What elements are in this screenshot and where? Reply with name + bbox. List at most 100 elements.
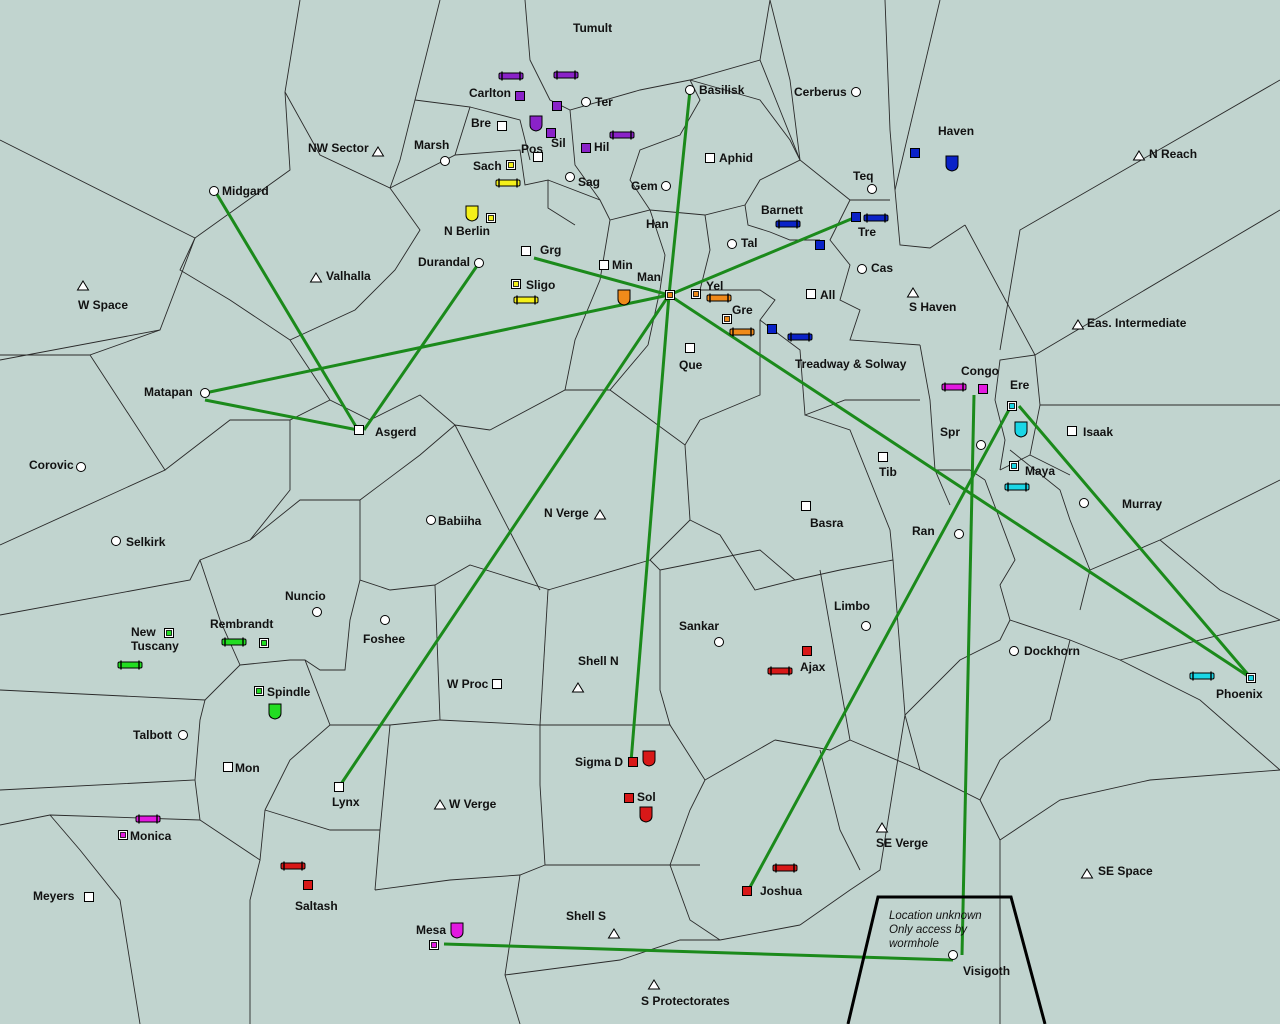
territory-border-37: [164, 399, 331, 471]
faction-ship-43: [221, 638, 247, 646]
system-label-barnett: Barnett: [761, 203, 803, 217]
system-marker-sag: [565, 172, 575, 182]
system-label-gem: Gem: [631, 179, 658, 193]
territory-border-55: [649, 559, 671, 726]
system-marker-all: [806, 289, 816, 299]
system-marker-corovic: [76, 462, 86, 472]
territory-border-7: [547, 179, 746, 221]
system-label-treadway-and-solway: Treadway & Solway: [795, 357, 907, 371]
faction-square-inner-19: [693, 291, 699, 297]
system-label-ter: Ter: [595, 95, 613, 109]
system-marker-shell-n: [571, 682, 585, 693]
territory-border-70: [704, 739, 776, 781]
system-label-midgard: Midgard: [222, 184, 269, 198]
territory-border-79: [1029, 454, 1071, 476]
system-marker-s-protectorates: [647, 979, 661, 990]
territory-border-10: [699, 214, 711, 291]
territory-border-44: [194, 779, 266, 861]
system-label-joshua: Joshua: [760, 884, 802, 898]
system-label-basra: Basra: [810, 516, 844, 530]
faction-icons: [117, 70, 1256, 950]
system-label-ere: Ere: [1010, 378, 1030, 392]
system-label-eas-intermediate: Eas. Intermediate: [1087, 316, 1187, 330]
wormhole-route-2: [667, 89, 692, 296]
territory-border-56: [539, 589, 549, 726]
system-marker-babiiha: [426, 515, 436, 525]
system-marker-min: [599, 260, 609, 270]
system-label-carlton: Carlton: [469, 86, 511, 100]
wormhole-route-7: [213, 190, 360, 431]
territory-border-62: [699, 289, 776, 421]
system-marker-tib: [878, 452, 888, 462]
wormhole-route-4: [668, 293, 1252, 680]
faction-ship-40: [135, 815, 161, 823]
territory-border-24: [999, 79, 1280, 351]
territory-border-77: [999, 769, 1280, 841]
territory-border-42: [239, 659, 331, 811]
faction-square-inner-24: [166, 630, 172, 636]
system-marker-visigoth: [948, 950, 958, 960]
faction-square-inner-15: [508, 162, 514, 168]
system-marker-nuncio: [312, 607, 322, 617]
system-marker-n-reach: [1132, 150, 1146, 161]
system-marker-lynx: [334, 782, 344, 792]
wormhole-route-12: [1017, 405, 1253, 679]
faction-square-inner-17: [513, 281, 519, 287]
system-label-aphid: Aphid: [719, 151, 753, 165]
system-label-phoenix: Phoenix: [1216, 687, 1263, 701]
system-marker-shell-s: [607, 928, 621, 939]
system-label-yel: Yel: [706, 279, 723, 293]
faction-ship-36: [775, 220, 801, 228]
wormhole-routes: [204, 89, 1253, 962]
faction-square-inner-25: [261, 640, 267, 646]
faction-shield-55: [639, 806, 653, 823]
faction-square-inner-16: [488, 215, 494, 221]
system-label-pos: Pos: [521, 142, 543, 156]
system-label-valhalla: Valhalla: [326, 269, 371, 283]
system-label-s-protectorates: S Protectorates: [641, 994, 730, 1008]
system-label-tib: Tib: [879, 465, 897, 479]
system-marker-que: [685, 343, 695, 353]
territory-border-26: [984, 479, 1280, 771]
faction-ship-37: [863, 214, 889, 222]
system-label-babiiha: Babiiha: [438, 514, 482, 528]
system-label-tre: Tre: [858, 225, 876, 239]
faction-ship-46: [280, 862, 306, 870]
system-label-dockhorn: Dockhorn: [1024, 644, 1080, 658]
system-marker-grg: [521, 246, 531, 256]
system-marker-basilisk: [685, 85, 695, 95]
faction-shield-50: [465, 205, 479, 222]
system-label-mon: Mon: [235, 761, 260, 775]
unknown-location-note-line-3: wormhole: [889, 938, 939, 950]
unknown-location-note-line-2: Only access by: [889, 924, 968, 936]
system-label-sil: Sil: [551, 136, 566, 150]
faction-square-inner-20: [724, 316, 730, 322]
system-marker-isaak: [1067, 426, 1077, 436]
system-label-marsh: Marsh: [414, 138, 449, 152]
system-label-w-proc: W Proc: [447, 677, 489, 691]
territory-border-2: [389, 99, 471, 189]
territory-border-60: [489, 344, 649, 431]
system-marker-se-verge: [875, 822, 889, 833]
territory-border-30: [979, 639, 1071, 801]
territory-border-16: [884, 0, 966, 249]
system-label-w-verge: W Verge: [449, 797, 497, 811]
faction-ship-34: [706, 294, 732, 302]
system-marker-meyers: [84, 892, 94, 902]
system-marker-w-verge: [433, 799, 447, 810]
wormhole-route-5: [629, 294, 671, 763]
wormhole-route-9: [204, 398, 359, 432]
system-marker-basra: [801, 501, 811, 511]
faction-ship-38: [787, 333, 813, 341]
system-label-spindle: Spindle: [267, 685, 311, 699]
territory-border-64: [804, 414, 894, 561]
system-label-se-space: SE Space: [1098, 864, 1153, 878]
territory-border-34: [179, 187, 421, 341]
system-marker-gem: [661, 181, 671, 191]
territory-border-27: [904, 619, 1011, 1024]
system-marker-matapan: [200, 388, 210, 398]
faction-ship-47: [772, 864, 798, 872]
wormhole-route-3: [668, 215, 857, 297]
